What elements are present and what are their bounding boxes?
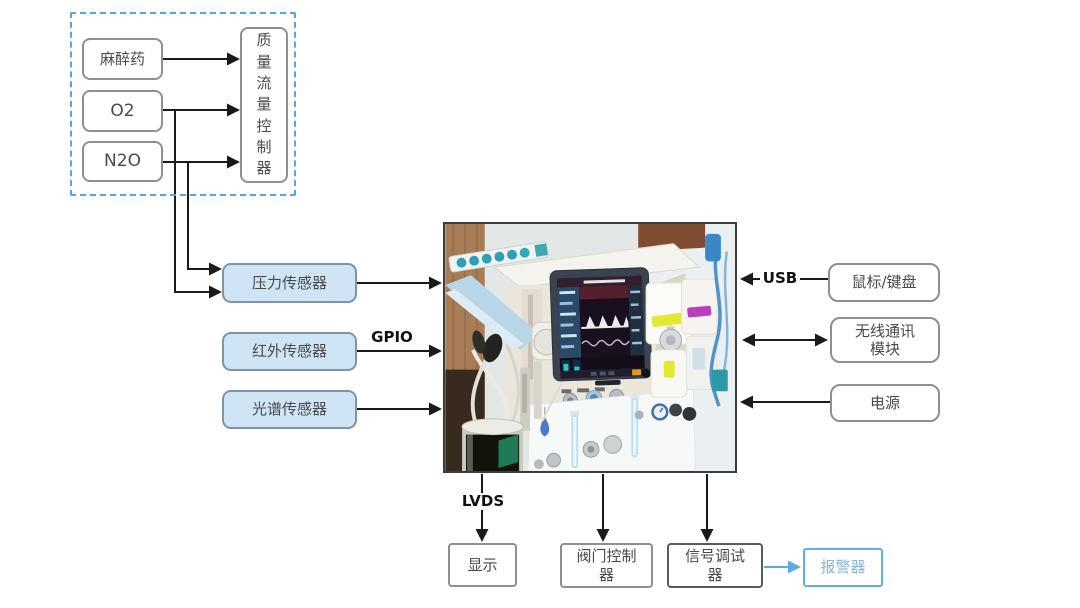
power-supply-box: 电源	[830, 384, 940, 422]
display-box: 显示	[448, 543, 517, 587]
signal-debugger-label: 信号调试器	[684, 547, 745, 584]
flow-meter-panel	[527, 388, 697, 471]
mouse-keyboard-box: 鼠标/键盘	[828, 263, 940, 302]
gpio-bus-label: GPIO	[357, 329, 427, 346]
display-label: 显示	[467, 555, 498, 574]
gas-input-group	[70, 12, 296, 196]
absorber-canister	[461, 330, 563, 471]
wireless-module-label: 无线通讯模块	[854, 321, 915, 358]
usb-bus-label: USB	[760, 270, 800, 287]
mass-flow-controller-box: 质量流量控制器	[240, 27, 288, 183]
nitrous-oxide-box: N2O	[82, 141, 163, 182]
signal-debugger-box: 信号调试器	[667, 543, 763, 588]
pressure-sensor-label: 压力传感器	[251, 273, 327, 292]
oxygen-label: O2	[110, 100, 135, 121]
mouse-keyboard-label: 鼠标/键盘	[851, 273, 917, 292]
spectral-sensor-label: 光谱传感器	[251, 400, 327, 419]
vaporizers	[645, 278, 718, 398]
anesthesia-machine-illustration	[445, 224, 735, 471]
infrared-sensor-box: 红外传感器	[222, 332, 357, 371]
monitor-screen	[549, 267, 653, 386]
alarm-label: 报警器	[820, 558, 866, 577]
infrared-sensor-label: 红外传感器	[251, 342, 327, 361]
power-strip	[448, 241, 549, 273]
power-supply-label: 电源	[869, 393, 900, 412]
valve-controller-label: 阀门控制器	[576, 547, 637, 584]
wireless-module-box: 无线通讯模块	[830, 317, 940, 363]
mass-flow-controller-label: 质量流量控制器	[256, 31, 272, 178]
side-tubing	[705, 233, 729, 407]
alarm-box: 报警器	[803, 548, 883, 587]
oxygen-box: O2	[82, 90, 163, 132]
anesthesia-machine-photo	[443, 222, 737, 473]
nitrous-oxide-label: N2O	[104, 151, 141, 172]
valve-controller-box: 阀门控制器	[560, 543, 653, 588]
anesthetic-label: 麻醉药	[99, 49, 145, 68]
spectral-sensor-box: 光谱传感器	[222, 390, 357, 429]
pressure-sensor-box: 压力传感器	[222, 263, 357, 303]
lvds-bus-label: LVDS	[460, 492, 506, 510]
anesthetic-box: 麻醉药	[82, 38, 163, 80]
